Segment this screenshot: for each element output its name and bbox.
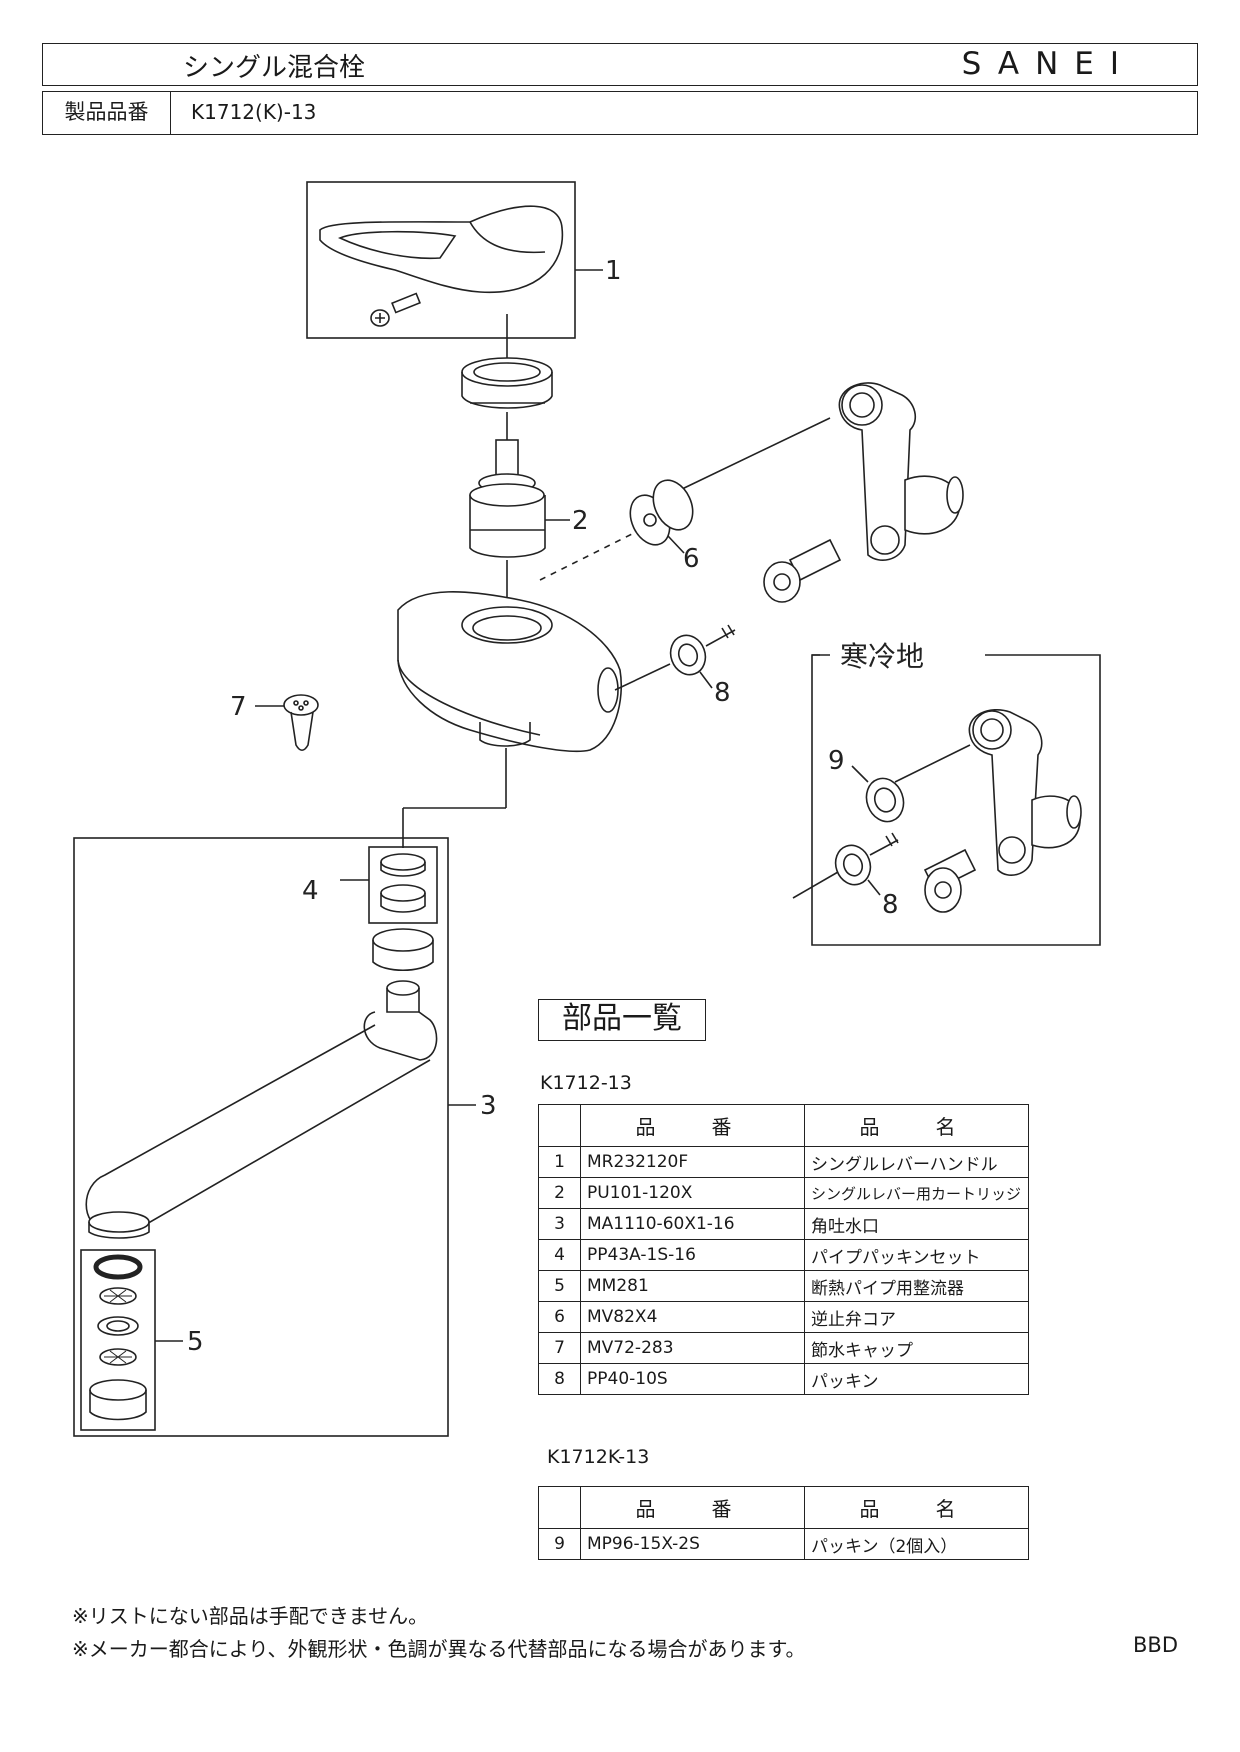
header-title-box: シングル混合栓 SANEI <box>42 43 1198 86</box>
callout-1: 1 <box>605 256 622 286</box>
row-no: 5 <box>538 1270 581 1302</box>
column-header-no <box>538 1486 581 1529</box>
column-header-name: 品 名 <box>804 1104 1029 1147</box>
check-valve <box>506 417 831 620</box>
water-saving-cap <box>255 694 319 752</box>
row-code: MR232120F <box>580 1146 805 1178</box>
valve-body <box>397 591 622 848</box>
product-title: シングル混合栓 <box>183 53 366 83</box>
row-name: 節水キャップ <box>804 1332 1029 1364</box>
note-substitute-parts: ※メーカー都合により、外観形状・色調が異なる代替部品になる場合があります。 <box>72 1637 806 1661</box>
callout-8-cold: 8 <box>882 890 899 920</box>
cold-region-group <box>792 654 1101 946</box>
callout-line-8-cold-a <box>792 871 839 899</box>
aerator-frame <box>80 1249 156 1431</box>
union-nut <box>763 538 842 603</box>
row-name: 逆止弁コア <box>804 1301 1029 1333</box>
row-code: MM281 <box>580 1270 805 1302</box>
callout-3: 3 <box>480 1091 497 1121</box>
row-code: MV72-283 <box>580 1332 805 1364</box>
handle-frame <box>306 181 576 339</box>
model-label-standard: K1712-13 <box>540 1072 632 1094</box>
row-no: 8 <box>538 1363 581 1395</box>
row-name: 断熱パイプ用整流器 <box>804 1270 1029 1302</box>
cartridge <box>469 412 570 558</box>
eccentric-leg <box>763 382 964 603</box>
row-code: PP43A-1S-16 <box>580 1239 805 1271</box>
row-name: シングルレバー用カートリッジ <box>804 1177 1029 1209</box>
callout-9: 9 <box>828 746 845 776</box>
callout-5: 5 <box>187 1327 204 1357</box>
lever-handle-ridge <box>469 221 546 254</box>
row-code: MV82X4 <box>580 1301 805 1333</box>
column-header-code: 品 番 <box>580 1104 805 1147</box>
set-screw <box>370 292 421 327</box>
packing-9 <box>851 744 971 823</box>
part-number-value: K1712(K)-13 <box>191 100 317 124</box>
table-header-row: 品 番 品 名 <box>538 1486 1029 1529</box>
callout-7: 7 <box>230 692 247 722</box>
callout-line-6 <box>667 535 685 554</box>
row-name: パイプパッキンセット <box>804 1239 1029 1271</box>
spout-group <box>73 837 476 1437</box>
callout-4: 4 <box>302 876 319 906</box>
note-unlisted-parts: ※リストにない部品は手配できません。 <box>72 1604 429 1628</box>
packing-8-cold <box>792 832 899 899</box>
bonnet-ring <box>461 314 553 409</box>
cold-region-label: 寒冷地 <box>840 640 924 673</box>
row-no: 7 <box>538 1332 581 1364</box>
row-no: 9 <box>538 1528 581 1560</box>
parts-list-heading: 部品一覧 <box>538 999 706 1041</box>
row-code: MP96-15X-2S <box>580 1528 805 1560</box>
document-code: BBD <box>1133 1633 1178 1657</box>
callout-labels: 1 2 3 4 5 6 7 8 9 8 寒冷地 <box>187 256 924 1357</box>
lever-handle-inner <box>337 230 457 260</box>
row-name: パッキン <box>804 1363 1029 1395</box>
callout-line-8-cold-b <box>867 879 881 896</box>
row-no: 4 <box>538 1239 581 1271</box>
aerator-set <box>80 1249 183 1431</box>
callout-line-9 <box>851 765 869 783</box>
handle-group <box>306 181 603 339</box>
row-name: パッキン（2個入） <box>804 1528 1029 1560</box>
cold-leg <box>923 708 1082 913</box>
callout-line-8 <box>699 671 713 689</box>
model-label-cold-region: K1712K-13 <box>547 1446 650 1468</box>
row-no: 2 <box>538 1177 581 1209</box>
table-header-row: 品 番 品 名 <box>538 1104 1029 1147</box>
row-code: MA1110-60X1-16 <box>580 1208 805 1240</box>
callout-6: 6 <box>683 544 700 574</box>
column-header-code: 品 番 <box>580 1486 805 1529</box>
column-header-name: 品 名 <box>804 1486 1029 1529</box>
packing-8 <box>614 624 736 691</box>
part-number-label: 製品品番 <box>43 92 171 134</box>
row-code: PP40-10S <box>580 1363 805 1395</box>
row-code: PU101-120X <box>580 1177 805 1209</box>
packing-set-frame <box>368 846 438 924</box>
callout-2: 2 <box>572 506 589 536</box>
row-name: 角吐水口 <box>804 1208 1029 1240</box>
spout-frame <box>73 837 449 1437</box>
row-name: シングルレバーハンドル <box>804 1146 1029 1178</box>
row-no: 1 <box>538 1146 581 1178</box>
brand-logo: SANEI <box>961 46 1135 82</box>
column-header-no <box>538 1104 581 1147</box>
header-part-number-box: 製品品番 K1712(K)-13 <box>42 91 1198 135</box>
row-no: 3 <box>538 1208 581 1240</box>
row-no: 6 <box>538 1301 581 1333</box>
exploded-diagram: 1 2 3 4 5 6 7 8 9 8 寒冷地 <box>73 181 1101 1437</box>
callout-8: 8 <box>714 678 731 708</box>
